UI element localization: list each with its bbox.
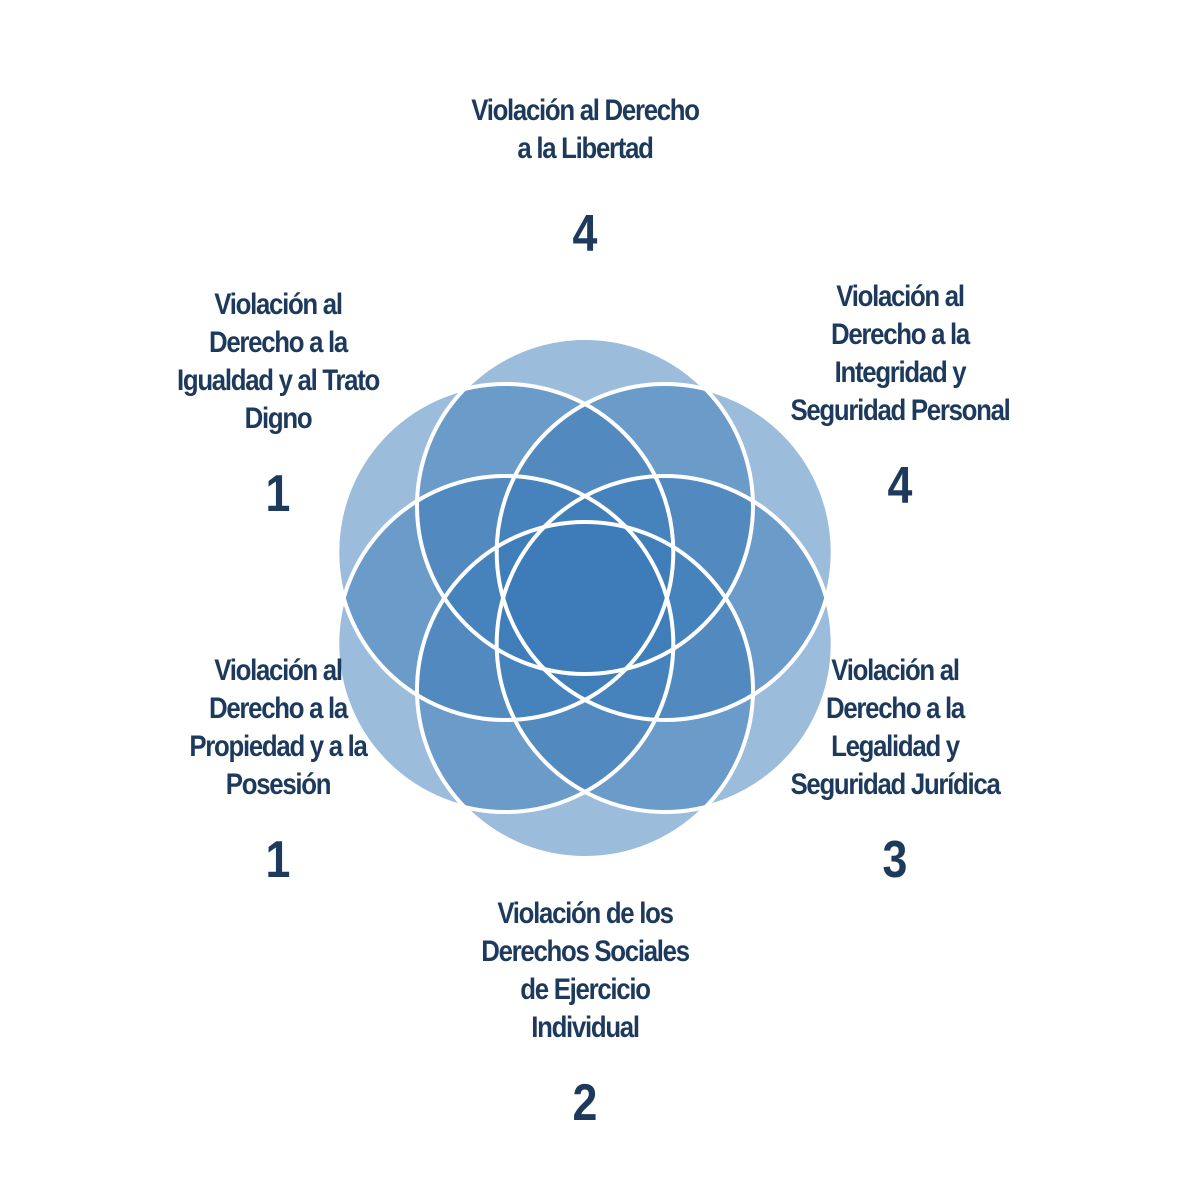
petal-outline-propiedad <box>335 474 676 814</box>
category-sociales: Violación de los Derechos Sociales de Ej… <box>435 895 735 1133</box>
category-igualdad-count: 1 <box>265 465 291 523</box>
category-propiedad-count: 1 <box>265 831 291 889</box>
petal-outline-sociales <box>415 520 755 860</box>
category-libertad-count: 4 <box>572 205 598 263</box>
petal-outline-integridad <box>494 382 835 722</box>
category-integridad: Violación al Derecho a la Integridad y S… <box>745 278 1055 516</box>
category-propiedad-label: Violación al Derecho a la Propiedad y a … <box>189 654 368 801</box>
category-libertad-label: Violación al Derecho a la Libertad <box>471 94 700 165</box>
category-libertad: Violación al Derecho a la Libertad 4 <box>385 92 785 264</box>
category-sociales-label: Violación de los Derechos Sociales de Ej… <box>481 897 690 1044</box>
category-integridad-count: 4 <box>887 457 913 515</box>
category-integridad-label: Violación al Derecho a la Integridad y S… <box>790 280 1010 427</box>
category-igualdad: Violación al Derecho a la Igualdad y al … <box>138 286 418 524</box>
category-sociales-count: 2 <box>572 1074 598 1132</box>
petal-outline-igualdad <box>335 382 676 722</box>
petal-outline-libertad <box>415 336 755 676</box>
category-igualdad-label: Violación al Derecho a la Igualdad y al … <box>176 288 380 435</box>
petal-outline-legalidad <box>494 474 835 814</box>
category-propiedad: Violación al Derecho a la Propiedad y a … <box>138 652 418 890</box>
category-legalidad-label: Violación al Derecho a la Legalidad y Se… <box>790 654 1000 801</box>
category-legalidad-count: 3 <box>882 831 908 889</box>
category-legalidad: Violación al Derecho a la Legalidad y Se… <box>745 652 1045 890</box>
